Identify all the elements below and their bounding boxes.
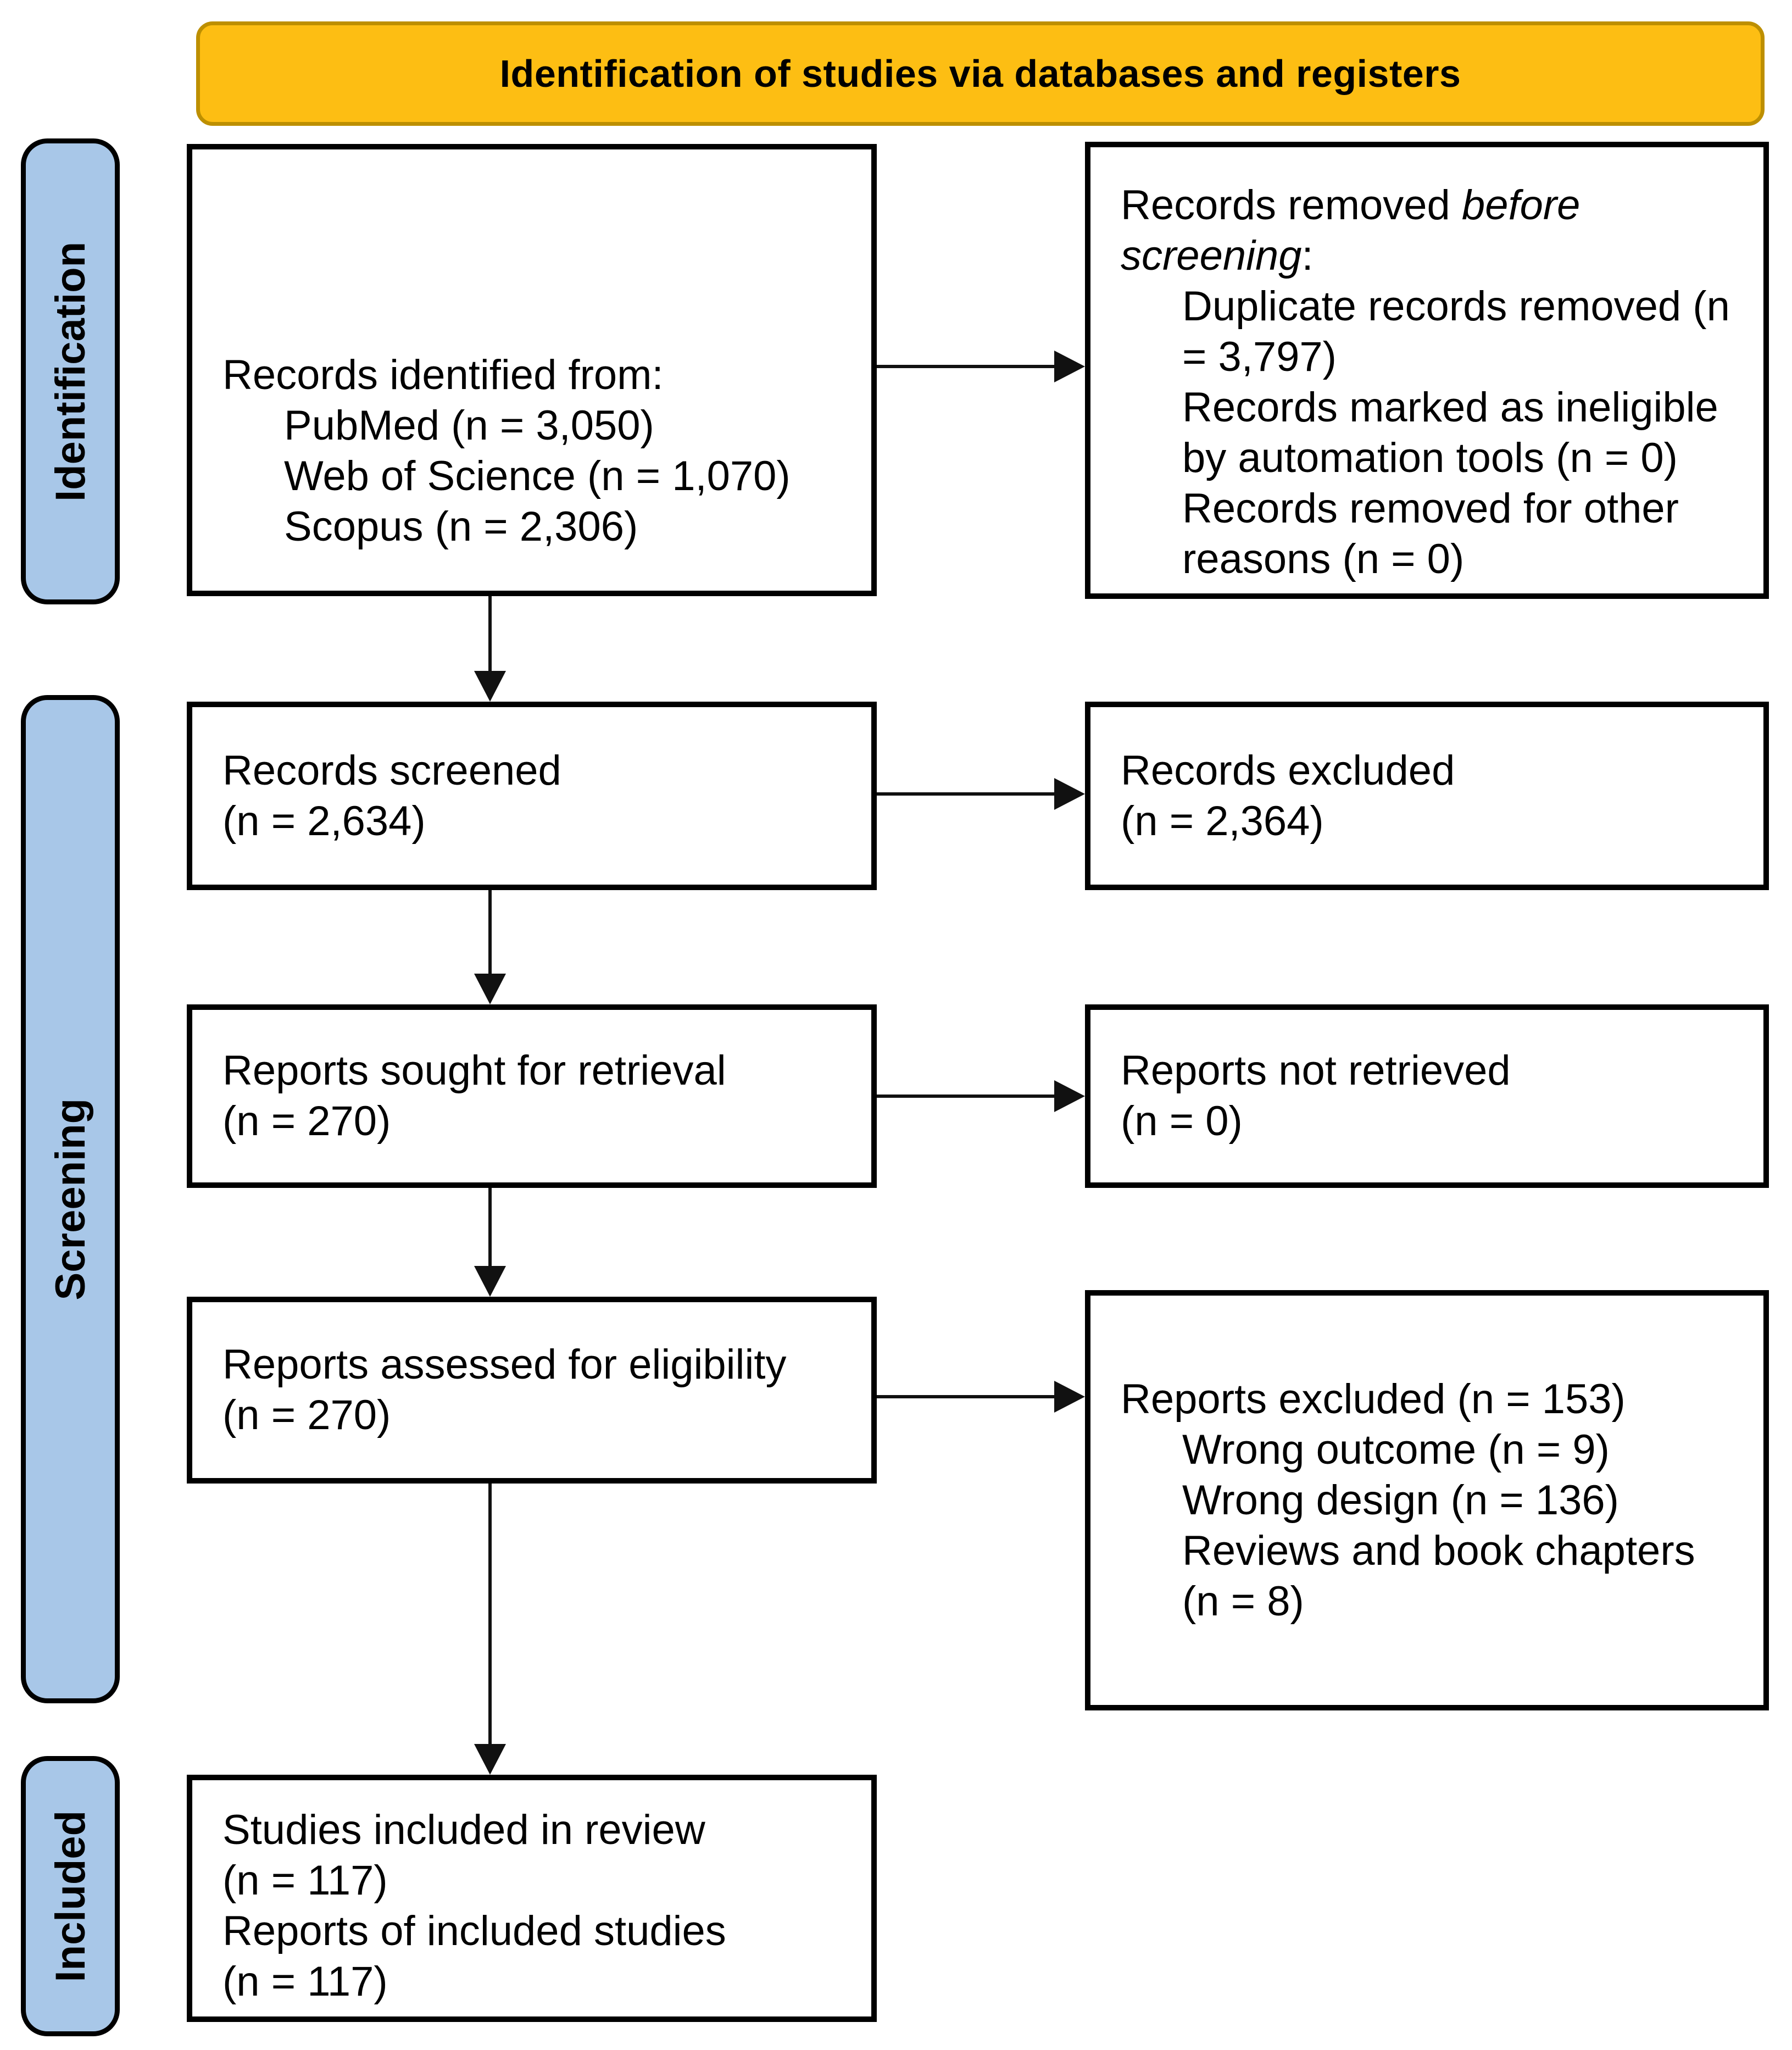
stage-included: Included xyxy=(21,1756,120,2036)
text-line: (n = 270) xyxy=(222,1098,391,1145)
diagram-title-banner: Identification of studies via databases … xyxy=(196,21,1765,126)
text-line: Records excluded xyxy=(1121,747,1455,794)
box-records-screened: Records screened (n = 2,634) xyxy=(187,702,877,890)
text-line: by automation tools (n = 0) xyxy=(1182,435,1678,481)
italic-text: screening xyxy=(1121,232,1302,279)
stage-screening: Screening xyxy=(21,695,120,1703)
box-studies-included: Studies included in review (n = 117) Rep… xyxy=(187,1775,877,2022)
box-records-screened-text: Records screened (n = 2,634) xyxy=(192,707,871,885)
text-line: Reports not retrieved xyxy=(1121,1047,1511,1094)
box-records-removed: Records removed before screening: Duplic… xyxy=(1085,142,1769,599)
stage-identification: Identification xyxy=(21,138,120,604)
arrowhead-down-icon xyxy=(474,1744,506,1775)
text-line: PubMed (n = 3,050) xyxy=(284,402,654,449)
arrowhead-down-icon xyxy=(474,1266,506,1297)
text-line: Records marked as ineligible xyxy=(1182,384,1718,431)
text-line: (n = 117) xyxy=(222,1857,388,1904)
text-line: (n = 270) xyxy=(222,1392,391,1438)
arrowhead-right-icon xyxy=(1054,778,1085,810)
italic-text: before xyxy=(1461,182,1580,229)
text-line: = 3,797) xyxy=(1182,334,1337,380)
text-line: Studies included in review xyxy=(222,1807,705,1853)
arrowhead-down-icon xyxy=(474,974,506,1004)
arrowhead-right-icon xyxy=(1054,1080,1085,1112)
text-line: Scopus (n = 2,306) xyxy=(284,503,638,550)
box-reports-excluded: Reports excluded (n = 153) Wrong outcome… xyxy=(1085,1290,1769,1710)
box-reports-sought: Reports sought for retrieval (n = 270) xyxy=(187,1004,877,1188)
text-line: Records removed for other xyxy=(1182,485,1679,532)
box-records-identified-text: Records identified from: PubMed (n = 3,0… xyxy=(192,149,871,552)
box-reports-sought-text: Reports sought for retrieval (n = 270) xyxy=(192,1010,871,1182)
text-line: Records identified from: xyxy=(222,352,664,398)
box-reports-excluded-text: Reports excluded (n = 153) Wrong outcome… xyxy=(1090,1296,1763,1705)
text-line: Web of Science (n = 1,070) xyxy=(284,453,791,499)
box-reports-not-retrieved-text: Reports not retrieved (n = 0) xyxy=(1090,1010,1763,1182)
text-line: reasons (n = 0) xyxy=(1182,536,1465,582)
text-line: (n = 2,634) xyxy=(222,797,426,845)
box-reports-not-retrieved: Reports not retrieved (n = 0) xyxy=(1085,1004,1769,1188)
stage-identification-label: Identification xyxy=(47,241,94,502)
box-records-excluded-text: Records excluded (n = 2,364) xyxy=(1090,707,1763,885)
box-records-removed-text: Records removed before screening: Duplic… xyxy=(1090,147,1763,585)
text-line: Records screened xyxy=(222,747,561,794)
text-line: Reports excluded (n = 153) xyxy=(1121,1375,1626,1423)
arrowhead-down-icon xyxy=(474,671,506,702)
box-reports-assessed-text: Reports assessed for eligibility (n = 27… xyxy=(192,1302,871,1478)
arrowhead-right-icon xyxy=(1054,351,1085,382)
text-line: (n = 2,364) xyxy=(1121,797,1324,845)
text-line: Reports sought for retrieval xyxy=(222,1047,726,1094)
text-line: Records removed before xyxy=(1121,182,1580,229)
text-line: Reports of included studies xyxy=(222,1908,726,1954)
text-line: Reports assessed for eligibility xyxy=(222,1341,787,1388)
text-line: (n = 0) xyxy=(1121,1098,1243,1145)
text-line: (n = 117) xyxy=(222,1958,388,2005)
text-line: (n = 8) xyxy=(1182,1577,1304,1625)
box-reports-assessed: Reports assessed for eligibility (n = 27… xyxy=(187,1297,877,1484)
text-line: Reviews and book chapters xyxy=(1182,1527,1695,1574)
text-line: Duplicate records removed (n xyxy=(1182,283,1730,330)
box-studies-included-text: Studies included in review (n = 117) Rep… xyxy=(192,1780,871,2007)
box-records-excluded: Records excluded (n = 2,364) xyxy=(1085,702,1769,890)
box-records-identified: Records identified from: PubMed (n = 3,0… xyxy=(187,144,877,596)
text-line: screening: xyxy=(1121,232,1314,279)
text-line: Wrong outcome (n = 9) xyxy=(1182,1426,1610,1473)
arrowhead-right-icon xyxy=(1054,1381,1085,1413)
stage-screening-label: Screening xyxy=(47,1098,94,1301)
stage-included-label: Included xyxy=(47,1810,94,1982)
diagram-title: Identification of studies via databases … xyxy=(499,52,1461,95)
text-line: Wrong design (n = 136) xyxy=(1182,1476,1619,1524)
